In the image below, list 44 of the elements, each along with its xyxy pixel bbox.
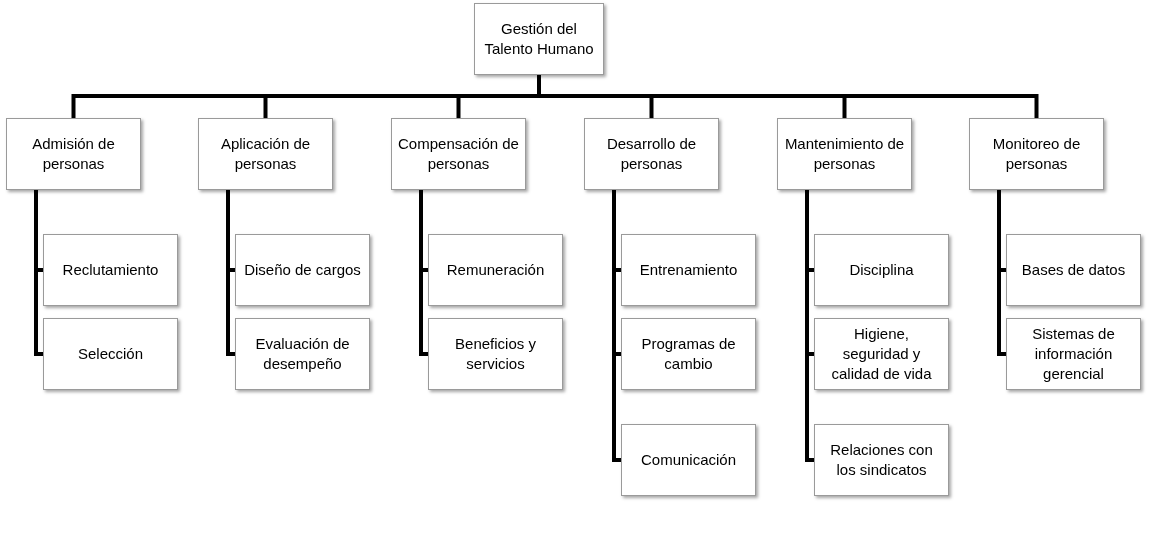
org-box (814, 318, 949, 390)
box-label: Admisión de personas (31, 134, 116, 174)
org-box (621, 318, 756, 390)
org-box (428, 318, 563, 390)
org-box (584, 118, 719, 190)
box-label: Reclutamiento (62, 260, 159, 280)
box-label: Aplicación de personas (219, 134, 312, 174)
box-label: Mantenimiento de personas (783, 134, 906, 174)
box-label: Diseño de cargos (244, 260, 361, 280)
org-box (391, 118, 526, 190)
box-label: Bases de datos (1021, 260, 1126, 280)
org-box (6, 118, 141, 190)
box-label: Evaluación de desempeño (254, 334, 351, 374)
org-box (1006, 234, 1141, 306)
box-label: Programas de cambio (640, 334, 737, 374)
box-label: Compensación de personas (397, 134, 520, 174)
org-box (428, 234, 563, 306)
box-label: Beneficios y servicios (454, 334, 537, 374)
org-box (814, 424, 949, 496)
org-box (235, 318, 370, 390)
box-label: Sistemas de información gerencial (1031, 324, 1116, 384)
org-box (43, 234, 178, 306)
box-label: Selección (77, 344, 143, 364)
org-box (814, 234, 949, 306)
org-box (777, 118, 912, 190)
org-box (43, 318, 178, 390)
box-label: Entrenamiento (639, 260, 738, 280)
org-box (621, 234, 756, 306)
box-label: Relaciones con los sindicatos (829, 440, 934, 480)
box-label: Gestión del Talento Humano (483, 19, 595, 59)
org-box (1006, 318, 1141, 390)
org-box (621, 424, 756, 496)
box-label: Higiene, seguridad y calidad de vida (830, 324, 933, 384)
box-label: Monitoreo de personas (991, 134, 1082, 174)
box-label: Disciplina (849, 260, 914, 280)
connector-line (612, 190, 621, 462)
org-box (198, 118, 333, 190)
org-box (235, 234, 370, 306)
box-label: Desarrollo de personas (605, 134, 698, 174)
org-box (969, 118, 1104, 190)
box-label: Comunicación (640, 450, 736, 470)
connector-line (805, 190, 814, 462)
box-label: Remuneración (446, 260, 545, 280)
org-box (474, 3, 604, 75)
